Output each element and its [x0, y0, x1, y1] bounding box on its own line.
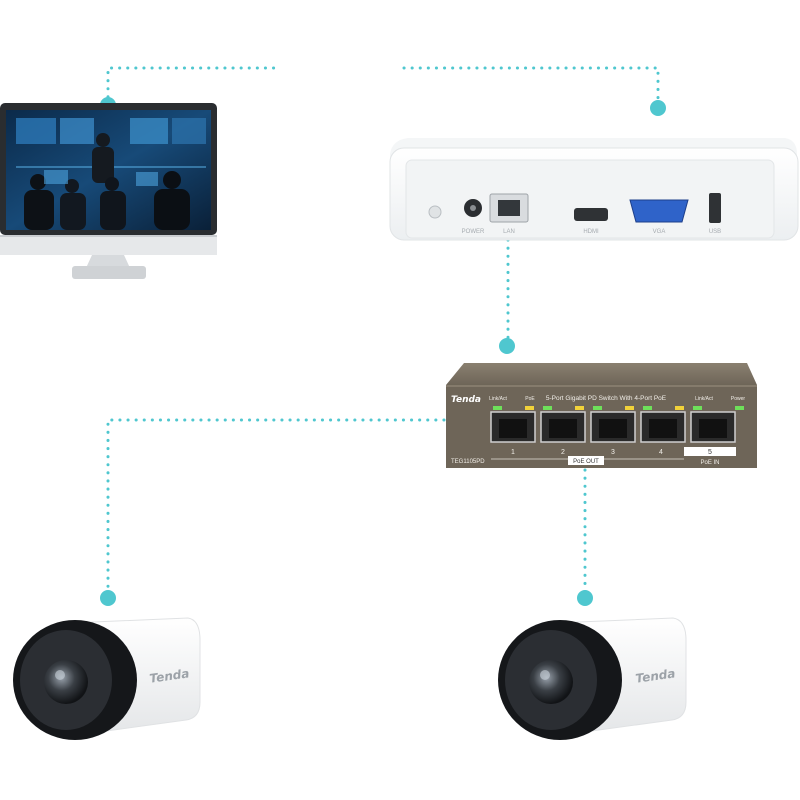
switch-poe-in-label: PoE IN [700, 460, 719, 466]
switch-port-number-3: 3 [611, 449, 615, 456]
switch-port-number-5: 5 [708, 449, 712, 456]
switch-model-label: TEG1105PD [451, 459, 485, 465]
reset-button [428, 205, 442, 219]
switch-port-4 [640, 406, 686, 443]
led-green [643, 406, 652, 410]
monitor [0, 103, 217, 279]
led-green [543, 406, 552, 410]
vga-port [629, 199, 689, 223]
camera-left-lens [44, 660, 88, 704]
led-yellow [575, 406, 584, 410]
nvr-link-line [402, 66, 660, 107]
hdmi-port [574, 208, 608, 221]
led-green [593, 406, 602, 410]
switch-port-number-1: 1 [511, 449, 515, 456]
switch-poe-out-label: PoE OUT [573, 459, 599, 465]
switch-node-dot [499, 338, 515, 354]
switch-port-5 [690, 406, 744, 443]
nvr-port-label-hdmi: HDMI [583, 229, 599, 235]
switch-brand-logo: Tenda [451, 395, 481, 405]
led-yellow [525, 406, 534, 410]
poe-out-label-box [568, 456, 604, 465]
camera-left-node-dot [100, 590, 116, 606]
led-power [735, 406, 744, 410]
nvr-node-dot [650, 100, 666, 116]
switch-to-camera-left-line [106, 418, 446, 598]
camera-right-lens [529, 660, 573, 704]
led-green [693, 406, 702, 410]
nvr-port-label-usb: USB [709, 229, 721, 235]
switch-label-linkact-left: Link/Act [489, 396, 507, 402]
switch-label-poe: PoE [525, 396, 535, 402]
switch-label-power: Power [731, 396, 746, 402]
switch-port-number-4: 4 [659, 449, 663, 456]
nvr-port-label-lan: LAN [503, 229, 515, 235]
monitor-chin [0, 235, 217, 255]
switch-port-number-2: 2 [561, 449, 565, 456]
switch-title: 5-Port Gigabit PD Switch With 4-Port PoE [546, 395, 667, 402]
led-yellow [675, 406, 684, 410]
monitor-chin-shadow [0, 235, 217, 237]
switch-port-3 [590, 406, 636, 443]
led-green [493, 406, 502, 410]
switch-label-linkact-right: Link/Act [695, 396, 713, 402]
port-5-label-box [684, 447, 736, 456]
poe-switch: Tenda 5-Port Gigabit PD Switch With 4-Po… [446, 363, 757, 468]
nvr-port-label-vga: VGA [653, 229, 666, 235]
monitor-base [72, 266, 146, 279]
switch-port-2 [540, 406, 586, 443]
connection-lines [106, 66, 660, 598]
switch-port-1 [490, 406, 536, 443]
monitor-link-line [106, 66, 280, 107]
usb-port [709, 193, 721, 223]
monitor-stand [86, 255, 130, 268]
camera-right: Tenda [498, 617, 687, 740]
camera-right-node-dot [577, 590, 593, 606]
nvr-recorder: POWER LAN HDMI VGA USB [389, 138, 799, 241]
camera-left: Tenda [13, 617, 201, 740]
led-yellow [625, 406, 634, 410]
camera-left-brand-logo: Tenda [149, 666, 191, 685]
switch-top-face [446, 363, 757, 385]
camera-right-brand-logo: Tenda [635, 666, 677, 685]
nvr-port-label-power: POWER [462, 229, 485, 235]
monitor-screen-scene [16, 118, 206, 230]
